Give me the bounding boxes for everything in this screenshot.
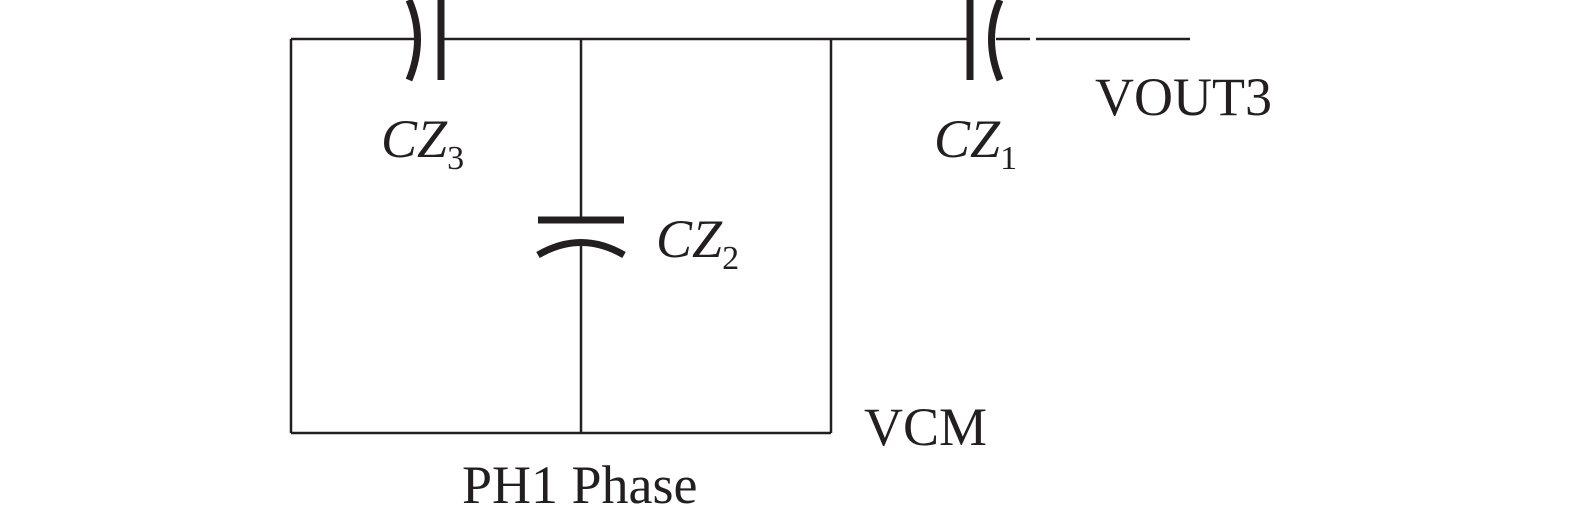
label-vout3: VOUT3: [1095, 67, 1272, 127]
component-name: CZ: [656, 209, 723, 269]
component-subscript: 2: [722, 240, 740, 277]
label-cz3: CZ3: [381, 112, 464, 176]
caption-ph1-phase: PH1 Phase: [462, 455, 698, 515]
label-cz2: CZ2: [656, 212, 739, 276]
component-subscript: 1: [1000, 140, 1018, 177]
component-subscript: 3: [447, 140, 465, 177]
component-name: CZ: [934, 109, 1001, 169]
label-cz1: CZ1: [934, 112, 1017, 176]
capacitor-cz2-curved-plate: [536, 239, 626, 259]
component-name: CZ: [381, 109, 448, 169]
capacitor-cz3-curved-plate: [405, 0, 421, 82]
label-vcm: VCM: [864, 397, 988, 457]
capacitor-cz1-curved-plate: [988, 0, 1004, 82]
